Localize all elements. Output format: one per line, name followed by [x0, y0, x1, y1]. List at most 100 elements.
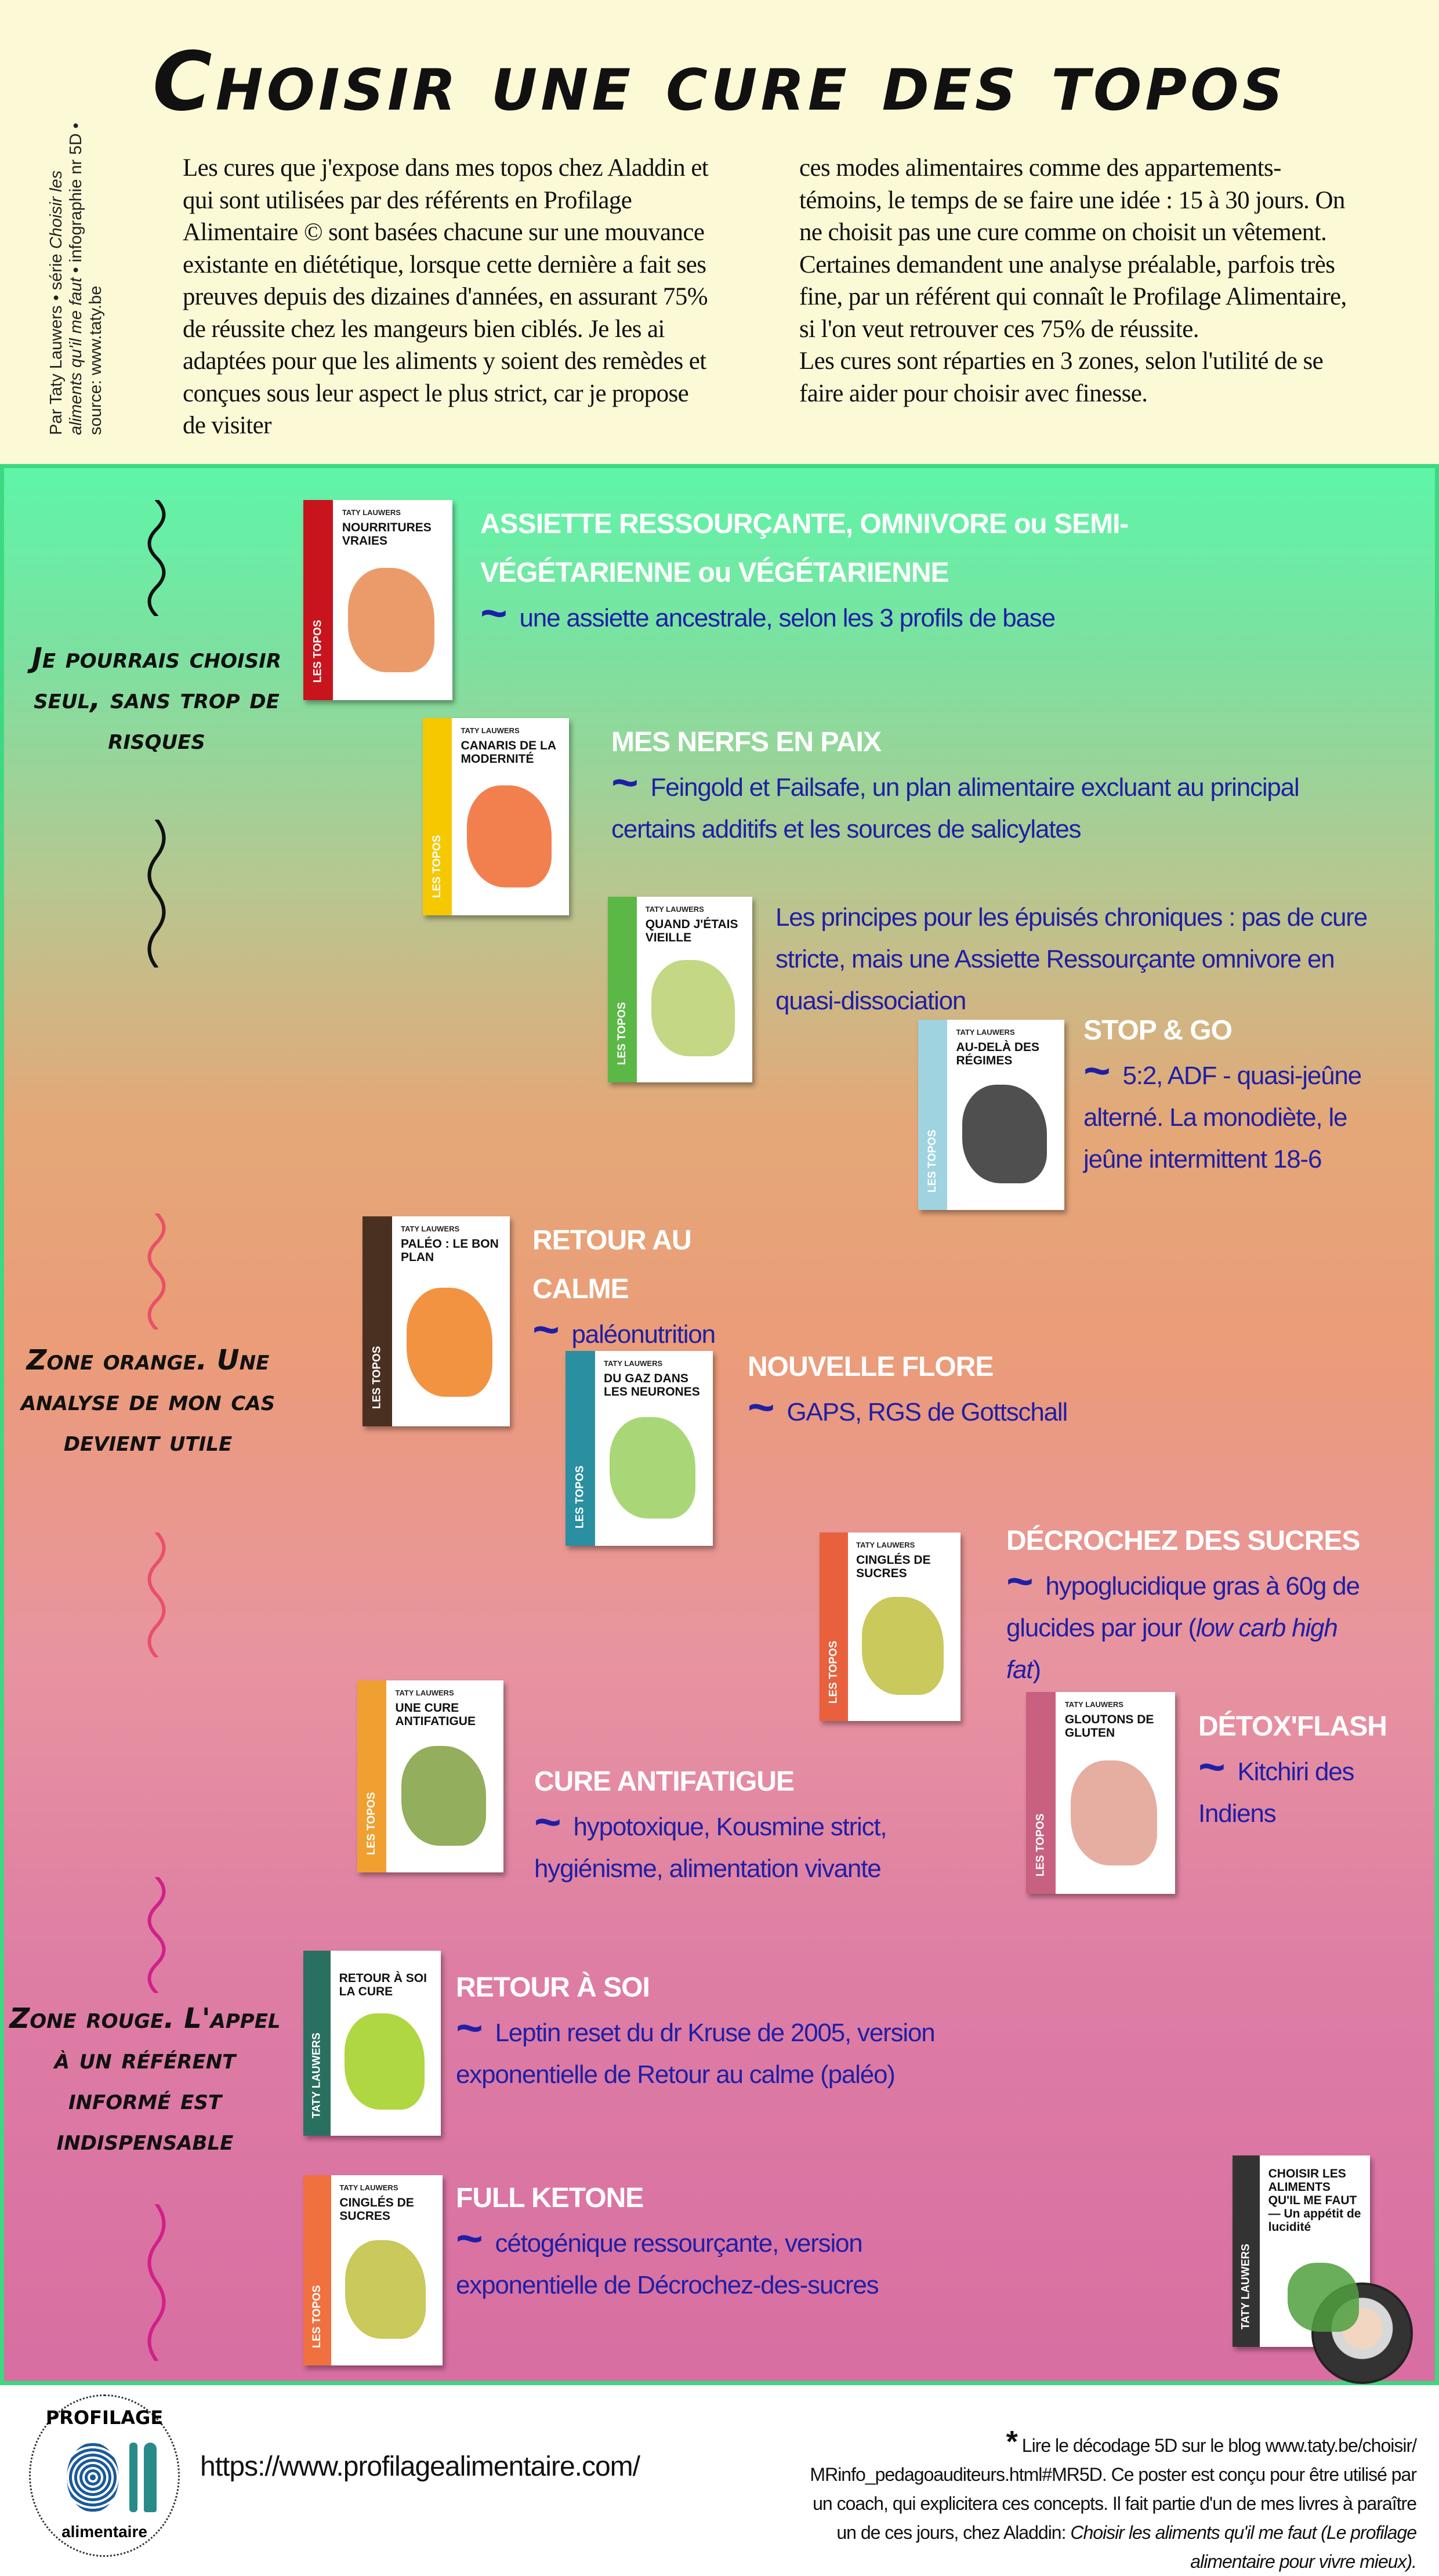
cures-panel: [0, 464, 1439, 2385]
book-title: RETOUR À SOI LA CURE: [339, 1972, 427, 1998]
zone-label: Je pourrais choisir seul, sans trop de r…: [31, 642, 282, 756]
book-author: TATY LAUWERS: [645, 905, 704, 914]
book-spine: [303, 2175, 331, 2365]
cure-item: DÉCROCHEZ DES SUCRES~hypoglucidique gras…: [1006, 1517, 1378, 1691]
book-spine: [918, 1020, 948, 1210]
book-author: TATY LAUWERS: [401, 1224, 460, 1233]
cure-description-text: hypotoxique, Kousmine strict, hygiénisme…: [534, 1813, 887, 1883]
book-illustration: [1071, 1760, 1158, 1866]
book-illustration: [345, 2240, 426, 2339]
cure-description-text: Les principes pour les épuisés chronique…: [775, 903, 1368, 1015]
fork-icon: [129, 2443, 137, 2512]
cure-description: ~5:2, ADF - quasi-jeûne alterné. La mono…: [1083, 1048, 1373, 1180]
tilde-icon: ~: [611, 756, 639, 808]
book-title: DU GAZ DANS LES NEURONES: [604, 1372, 700, 1398]
intro-text: ces modes alimentaires comme des apparte…: [799, 154, 1347, 343]
cure-description-text: Leptin reset du dr Kruse de 2005, versio…: [456, 2019, 936, 2089]
cure-item: NOUVELLE FLORE~GAPS, RGS de Gottschall: [748, 1343, 1072, 1433]
book-series: LES TOPOS: [574, 1465, 586, 1528]
book-title: QUAND J'ÉTAIS VIEILLE: [645, 918, 738, 944]
cure-description: ~Leptin reset du dr Kruse de 2005, versi…: [456, 2005, 937, 2096]
book-illustration: [466, 785, 552, 888]
book-spine: [820, 1532, 848, 1721]
cure-description: ~hypotoxique, Kousmine strict, hygiénism…: [534, 1799, 917, 1890]
cure-description-text: paléonutrition: [571, 1320, 716, 1349]
cure-description-end: ): [1032, 1655, 1041, 1684]
book-cover[interactable]: LES TOPOS TATY LAUWERS CANARIS DE LA MODER…: [423, 718, 569, 915]
book-illustration: [401, 1745, 486, 1846]
book-series: LES TOPOS: [431, 835, 444, 898]
book-title: GLOUTONS DE GLUTEN: [1064, 1713, 1154, 1740]
tilde-icon: ~: [480, 587, 508, 639]
cure-description: ~ une assiette ancestrale, selon les 3 pr…: [480, 590, 1281, 639]
book-author: TATY LAUWERS: [461, 726, 520, 735]
asterisk: *: [1006, 2425, 1018, 2459]
book-series: LES TOPOS: [311, 2285, 323, 2348]
cure-heading: RETOUR À SOI: [456, 1972, 650, 2003]
book-illustration: [861, 1596, 944, 1695]
tilde-icon: ~: [748, 1381, 775, 1433]
profilage-logo[interactable]: PROFILAGE alimentaire: [29, 2394, 180, 2557]
cure-description-text: hypoglucidique gras à 60g de glucides pa…: [1006, 1572, 1360, 1642]
credit-note: Par Taty Lauwers • série Choisir les ali…: [46, 110, 106, 435]
cure-description: ~Feingold et Failsafe, un plan alimentai…: [611, 759, 1307, 850]
book-series: LES TOPOS: [827, 1640, 840, 1704]
squiggle-line: [147, 1877, 166, 1993]
cure-item: RETOUR À SOI~Leptin reset du dr Kruse de…: [456, 1963, 937, 2096]
book-title: CANARIS DE LA MODERNITÉ: [461, 739, 556, 766]
book-spine: [303, 500, 334, 700]
cure-item: ASSIETTE RESSOURÇANTE, OMNIVORE ou SEMI-…: [480, 500, 1281, 639]
squiggle-line: [147, 820, 166, 968]
intro-zones-text: Les cures sont réparties en 3 zones, sel…: [799, 347, 1324, 407]
book-author: TATY LAUWERS: [339, 2183, 398, 2192]
cure-item: RETOUR AU CALME~paléonutrition: [532, 1216, 788, 1356]
book-title: CINGLÉS DE SUCRES: [856, 1553, 931, 1580]
cure-description-text: cétogénique ressourçante, version expone…: [456, 2229, 879, 2299]
spoon-icon: [144, 2443, 157, 2512]
cure-description-text: une assiette ancestrale, selon les 3 pro…: [519, 604, 1056, 632]
book-spine: [1233, 2155, 1260, 2347]
cure-item: Les principes pour les épuisés chronique…: [775, 897, 1379, 1022]
logo-text-top: PROFILAGE: [45, 2407, 164, 2429]
book-author: TATY LAUWERS: [342, 508, 401, 517]
website-link[interactable]: https://www.profilagealimentaire.com/: [200, 2451, 640, 2482]
tilde-icon: ~: [532, 1303, 560, 1355]
book-cover[interactable]: TATY LAUWERS RETOUR À SOI LA CURE: [303, 1951, 441, 2136]
book-illustration: [407, 1288, 492, 1397]
cure-item: STOP & GO~5:2, ADF - quasi-jeûne alterné…: [1083, 1006, 1373, 1180]
cure-description: ~cétogénique ressourçante, version expon…: [456, 2215, 943, 2306]
squiggle-line: [147, 1213, 166, 1329]
intro-column-2: ces modes alimentaires comme des apparte…: [799, 152, 1356, 410]
book-series: LES TOPOS: [365, 1792, 378, 1855]
cure-item: FULL KETONE~cétogénique ressourçante, ve…: [456, 2174, 943, 2306]
book-title: AU-DELÀ DES RÉGIMES: [956, 1041, 1040, 1067]
book-spine: [357, 1680, 387, 1872]
zone-label: Zone orange. Une analyse de mon cas devi…: [20, 1344, 276, 1458]
book-title: NOURRITURES VRAIES: [342, 521, 432, 548]
logo-text-bottom: alimentaire: [61, 2523, 147, 2541]
squiggle-divider: [147, 1213, 166, 1329]
book-spine: [363, 1216, 392, 1426]
fingerprint-icon: [67, 2443, 119, 2512]
book-spine: [608, 897, 637, 1082]
book-spine: [423, 718, 452, 915]
page-title: Choisir une cure des topos: [152, 35, 1287, 129]
cure-description-italic: low carb high fat: [1006, 1614, 1338, 1684]
cure-heading: ASSIETTE RESSOURÇANTE, OMNIVORE ou SEMI-…: [480, 509, 1129, 588]
book-series: TATY LAUWERS: [310, 2032, 323, 2118]
squiggle-line: [147, 1532, 166, 1657]
book-author: TATY LAUWERS: [956, 1028, 1015, 1037]
cure-heading: FULL KETONE: [456, 2183, 644, 2213]
cure-heading: NOUVELLE FLORE: [748, 1352, 994, 1382]
squiggle-divider: [147, 2204, 166, 2361]
